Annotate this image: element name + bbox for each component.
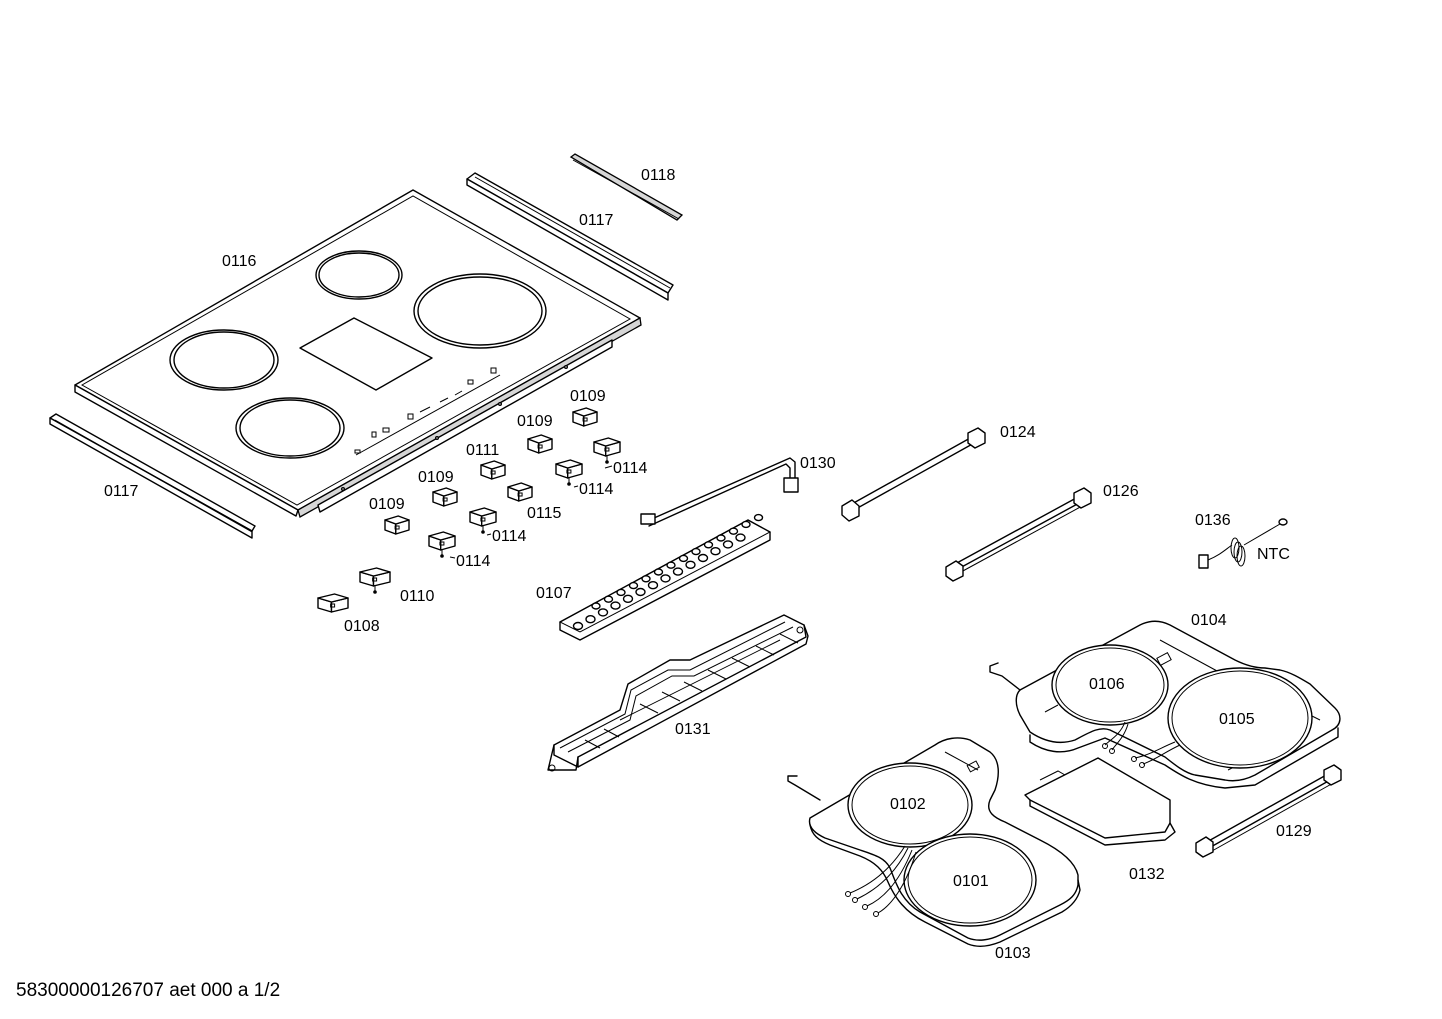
label-0107: 0107 — [536, 585, 572, 602]
pcb-button — [666, 561, 676, 569]
knob-0114-c — [469, 507, 497, 534]
part-0103-front-heater-tray — [787, 737, 1081, 947]
pcb-button — [678, 554, 689, 563]
label-0117-top: 0117 — [579, 212, 614, 229]
label-0104: 0104 — [1191, 612, 1227, 629]
hob-zone-front-right — [235, 397, 345, 459]
pcb-button — [741, 520, 751, 529]
pcb-button — [622, 594, 634, 603]
knob-0109-b — [527, 434, 553, 454]
drawing-code: 58300000126707 aet 000 a 1/2 — [16, 980, 281, 1001]
pcb-button — [635, 587, 646, 597]
pcb-button — [722, 540, 734, 549]
label-0129: 0129 — [1276, 823, 1312, 840]
label-0103: 0103 — [995, 945, 1031, 962]
pcb-button — [572, 621, 584, 631]
label-0131: 0131 — [675, 721, 711, 738]
pcb-button — [653, 568, 664, 576]
label-0114-b: 0114 — [579, 481, 614, 498]
knob-0111 — [480, 460, 506, 480]
label-0114-d: 0114 — [456, 553, 491, 570]
pcb-button — [703, 541, 714, 549]
part-0107-control-board — [558, 513, 772, 641]
knob-0114-d — [428, 531, 456, 558]
pcb-button — [647, 581, 659, 590]
pcb-button — [685, 560, 696, 569]
leader-lines — [449, 465, 613, 559]
part-0116-hob-glass — [74, 189, 642, 518]
pcb-button — [735, 533, 746, 542]
label-0136: 0136 — [1195, 512, 1231, 529]
pcb-button — [597, 608, 609, 617]
pcb-button — [672, 567, 684, 576]
label-0124: 0124 — [1000, 424, 1036, 441]
label-0109-b: 0109 — [517, 413, 553, 430]
part-0131-board-carrier — [547, 614, 809, 772]
part-0136-ntc-sensor — [1198, 518, 1288, 569]
part-labels: 0118 0117 0116 0117 0109 0109 0111 0109 … — [104, 167, 1312, 962]
part-0118-strip — [569, 153, 684, 221]
pcb-button — [628, 581, 639, 590]
label-0109-c: 0109 — [418, 469, 454, 486]
part-0117-top-profile — [466, 172, 674, 301]
pcb-button — [691, 547, 701, 556]
hob-zone-large-rear — [413, 273, 547, 349]
hob-zone-front-left — [169, 329, 279, 391]
part-0130-cable — [640, 457, 799, 527]
pcb-button — [660, 574, 671, 583]
label-0114-a: 0114 — [613, 460, 648, 477]
knob-0109-d — [384, 515, 410, 535]
pcb-button — [728, 527, 739, 535]
label-0105: 0105 — [1219, 711, 1255, 728]
knob-0109-c — [432, 487, 458, 507]
knob-0115 — [507, 482, 533, 502]
pcb-button — [641, 575, 651, 583]
part-0117-front-profile — [49, 413, 256, 539]
control-knobs-group — [317, 407, 621, 613]
label-0132: 0132 — [1129, 866, 1165, 883]
pcb-button — [585, 615, 596, 624]
part-0129-cable — [1195, 764, 1342, 858]
label-0109-d: 0109 — [369, 496, 405, 513]
label-0126: 0126 — [1103, 483, 1139, 500]
label-ntc: NTC — [1257, 546, 1290, 563]
label-0118: 0118 — [641, 167, 676, 184]
part-0104-rear-heater-tray — [989, 620, 1341, 789]
label-0109-a: 0109 — [570, 388, 606, 405]
part-0132-shield-plate — [1024, 757, 1176, 846]
knob-0109-a — [572, 407, 598, 427]
knob-0108 — [317, 593, 349, 613]
label-0115: 0115 — [527, 505, 562, 522]
label-0130: 0130 — [800, 455, 836, 472]
label-0114-c: 0114 — [492, 528, 527, 545]
pcb-button — [697, 553, 709, 563]
part-0126-cable — [945, 487, 1092, 582]
label-0108: 0108 — [344, 618, 380, 635]
knob-0114-b — [555, 459, 583, 486]
label-0116: 0116 — [222, 253, 257, 270]
pcb-button — [716, 534, 726, 542]
label-0101: 0101 — [953, 873, 989, 890]
label-0102: 0102 — [890, 796, 926, 813]
label-0110: 0110 — [400, 588, 435, 605]
pcb-button — [616, 588, 626, 597]
knob-0110 — [359, 567, 391, 594]
pcb-button — [753, 513, 764, 522]
knob-0114-a — [593, 437, 621, 464]
pcb-button — [710, 547, 721, 556]
label-0111: 0111 — [466, 442, 499, 459]
part-0124-cable — [841, 427, 986, 522]
label-0117-bottom: 0117 — [104, 483, 139, 500]
pcb-button — [603, 595, 614, 603]
label-0106: 0106 — [1089, 676, 1125, 693]
pcb-button — [591, 602, 601, 610]
hob-zone-small-rear — [315, 250, 403, 300]
pcb-button — [610, 601, 621, 610]
